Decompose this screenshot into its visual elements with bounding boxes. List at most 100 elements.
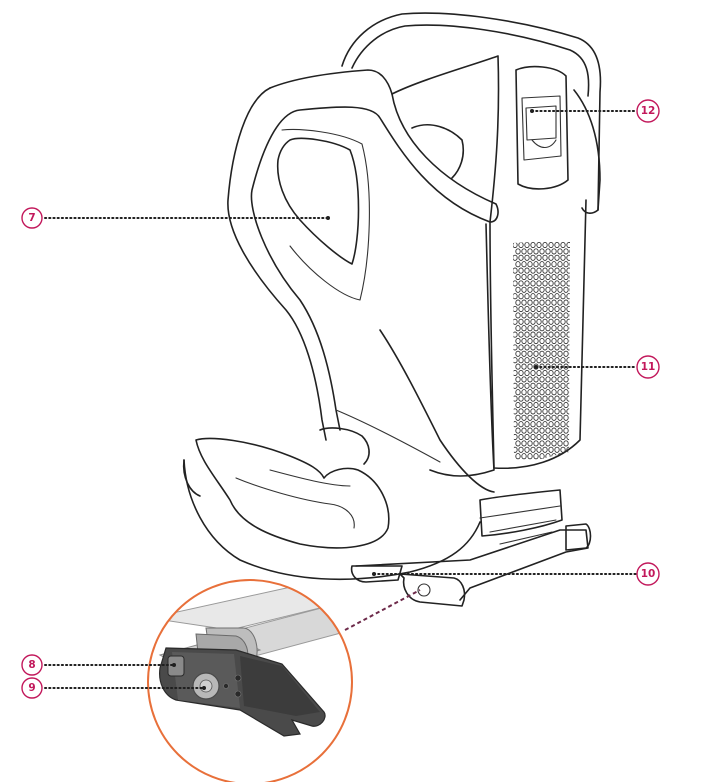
vent-hole: [551, 350, 557, 357]
vent-hole: [524, 421, 530, 428]
callout-7: 7: [21, 207, 330, 229]
vent-hole: [557, 376, 563, 383]
vent-hole: [560, 344, 566, 351]
vent-hole: [539, 440, 545, 447]
vent-hole: [563, 414, 569, 421]
vent-hole: [566, 421, 570, 428]
vent-hole: [542, 433, 548, 441]
vent-hole: [569, 312, 570, 319]
vent-hole: [545, 453, 551, 460]
vent-hole: [515, 453, 521, 460]
vent-hole: [536, 331, 542, 338]
vent-hole: [548, 357, 554, 364]
vent-hole: [557, 440, 563, 447]
vent-hole: [554, 421, 560, 428]
vent-hole: [513, 305, 518, 313]
vent-hole: [566, 357, 570, 364]
vent-hole: [536, 344, 542, 351]
vent-hole: [566, 293, 570, 300]
vent-hole: [566, 318, 570, 325]
vent-hole: [557, 299, 563, 306]
vent-hole: [524, 382, 530, 389]
vent-hole: [569, 261, 570, 268]
vent-hole: [533, 401, 539, 409]
vent-hole: [513, 395, 518, 402]
vent-hole: [536, 395, 542, 402]
vent-hole: [548, 382, 554, 389]
vent-hole: [542, 293, 548, 300]
vent-hole: [539, 273, 545, 281]
vent-hole: [530, 382, 536, 389]
vent-hole: [521, 376, 527, 383]
vent-hole: [539, 248, 545, 255]
vent-hole: [539, 350, 545, 357]
vent-hole: [539, 427, 545, 434]
vent-hole: [524, 408, 530, 415]
vent-hole: [513, 318, 518, 325]
vent-hole: [557, 261, 563, 268]
vent-hole: [521, 299, 527, 306]
vent-hole: [554, 433, 560, 441]
vent-hole: [557, 273, 563, 281]
vent-hole: [569, 350, 570, 357]
vent-hole: [527, 299, 533, 306]
vent-hole: [566, 280, 570, 287]
vent-hole: [518, 241, 524, 249]
vent-hole: [545, 414, 551, 421]
vent-hole: [530, 446, 536, 453]
isofix-rail: [355, 529, 589, 601]
vent-hole: [536, 421, 542, 428]
vent-hole: [545, 312, 551, 319]
vent-hole: [557, 312, 563, 319]
vent-hole: [554, 369, 560, 377]
vent-hole: [530, 305, 536, 313]
vent-hole: [569, 248, 570, 255]
vent-hole: [530, 318, 536, 325]
vent-hole: [551, 248, 557, 255]
vent-hole: [515, 273, 521, 281]
vent-hole: [554, 305, 560, 313]
vent-hole: [560, 254, 566, 261]
vent-hole: [515, 261, 521, 268]
vent-hole: [551, 325, 557, 332]
vent-hole: [551, 299, 557, 306]
vent-hole: [521, 363, 527, 370]
vent-hole: [524, 241, 530, 249]
vent-hole: [530, 395, 536, 402]
vent-hole: [545, 261, 551, 268]
callout-11: 11: [534, 355, 660, 379]
vent-hole: [524, 344, 530, 351]
vent-hole: [539, 286, 545, 293]
vent-hole: [545, 248, 551, 255]
vent-hole: [554, 331, 560, 338]
vent-hole: [533, 427, 539, 434]
vent-hole: [557, 337, 563, 345]
vent-hole: [563, 376, 569, 383]
vent-hole: [539, 376, 545, 383]
vent-hole: [521, 414, 527, 421]
vent-hole: [533, 286, 539, 293]
vent-hole: [560, 267, 566, 274]
callout-label-12: 12: [641, 105, 656, 117]
vent-hole: [527, 337, 533, 345]
callout-12: 12: [530, 99, 660, 123]
vent-hole: [554, 293, 560, 300]
vent-hole: [560, 241, 566, 249]
vent-hole: [539, 337, 545, 345]
vent-hole: [515, 337, 521, 345]
vent-hole: [515, 414, 521, 421]
vent-hole: [521, 337, 527, 345]
vent-hole: [557, 248, 563, 255]
vent-hole: [518, 382, 524, 389]
callout-label-10: 10: [641, 568, 656, 580]
vent-hole: [557, 427, 563, 434]
vent-hole: [536, 241, 542, 249]
vent-hole: [515, 312, 521, 319]
vent-hole: [569, 389, 570, 396]
vent-hole: [521, 325, 527, 332]
vent-hole: [551, 261, 557, 268]
vent-hole: [560, 408, 566, 415]
vent-hole: [513, 446, 518, 453]
vent-hole: [560, 331, 566, 338]
vent-hole: [533, 273, 539, 281]
